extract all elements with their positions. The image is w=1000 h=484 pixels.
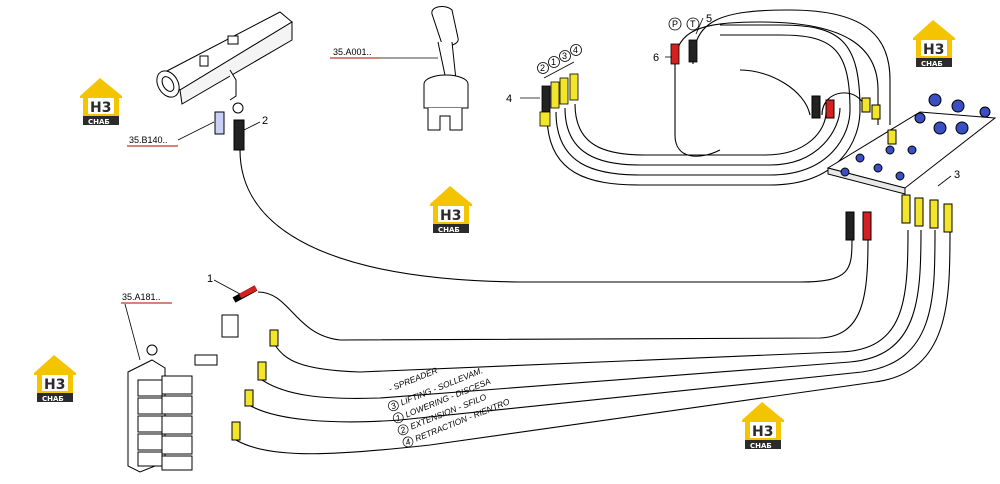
port-4-label: 4 [573, 45, 578, 55]
hoses [235, 9, 951, 455]
ref-label-a001[interactable]: 35.A001.. [333, 47, 372, 57]
port-1-label: 1 [551, 57, 556, 67]
watermark-logo: H3 СНАБ [913, 20, 955, 68]
ref-underlines [121, 57, 380, 304]
port-p-label: P [672, 19, 678, 29]
watermark-logo: H3 СНАБ [34, 355, 76, 403]
valve-block [811, 93, 997, 241]
watermark-logo: H3 СНАБ [430, 186, 472, 234]
svg-text:СНАБ: СНАБ [42, 395, 64, 403]
callout-4: 4 [506, 93, 512, 105]
svg-text:H3: H3 [752, 424, 773, 440]
legend-num-2: 1 [394, 412, 402, 423]
watermark-logo: H3 СНАБ [742, 402, 784, 450]
legend-num-4: 4 [404, 436, 412, 447]
legend-num-1: 3 [389, 400, 397, 411]
port-3-label: 3 [562, 51, 567, 61]
svg-text:H3: H3 [923, 42, 944, 58]
watermark-logo: H3 СНАБ [80, 78, 122, 126]
svg-text:H3: H3 [90, 100, 111, 116]
port-circles [537, 17, 700, 74]
fittings-group-4 [539, 73, 579, 127]
svg-text:СНАБ: СНАБ [438, 226, 460, 234]
svg-text:СНАБ: СНАБ [750, 442, 772, 450]
callout-1: 1 [207, 273, 213, 285]
svg-text:H3: H3 [440, 208, 461, 224]
legend-num-3: 2 [398, 424, 407, 436]
leader-lines [124, 17, 952, 361]
ref-label-a181[interactable]: 35.A181.. [122, 292, 161, 302]
callout-3: 3 [954, 169, 960, 181]
callout-5: 5 [706, 13, 712, 25]
callout-2: 2 [262, 115, 268, 127]
port-2-label: 2 [540, 63, 545, 73]
svg-text:H3: H3 [44, 377, 65, 393]
ref-label-b140[interactable]: 35.B140.. [129, 135, 168, 145]
svg-text:СНАБ: СНАБ [921, 60, 943, 68]
fittings-pt [670, 39, 698, 65]
manifold-assembly [156, 11, 293, 151]
svg-text:СНАБ: СНАБ [88, 118, 110, 126]
joystick [423, 6, 469, 131]
port-t-label: T [690, 19, 696, 29]
callout-6: 6 [653, 52, 659, 64]
valve-stack [127, 285, 279, 473]
